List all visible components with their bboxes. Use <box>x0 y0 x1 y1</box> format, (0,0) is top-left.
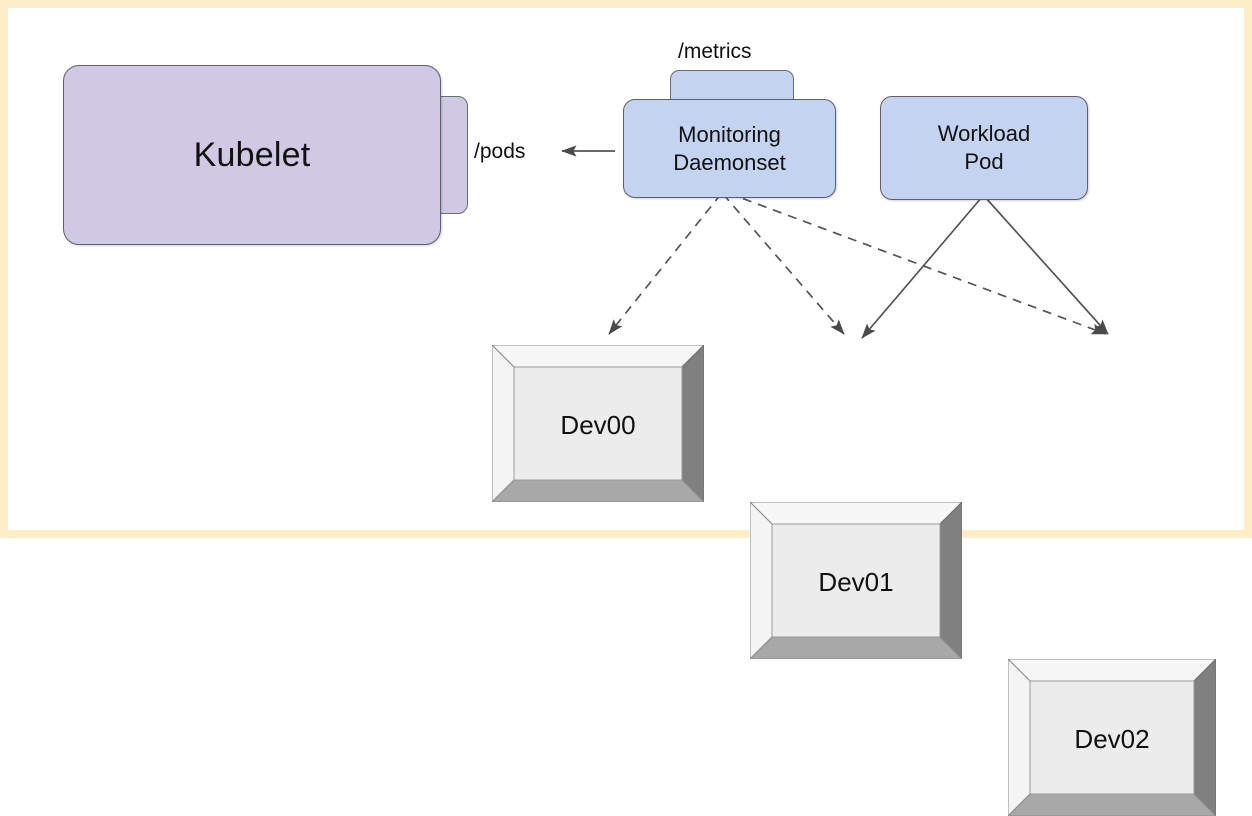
edge-workload-to-dev01 <box>861 196 983 339</box>
workload-pod-label-line2: Pod <box>964 149 1004 174</box>
dev01-label: Dev01 <box>818 567 894 597</box>
metrics-label: /metrics <box>678 40 752 63</box>
monitoring-daemonset-metrics-tab <box>670 70 794 102</box>
edge-monitoring-to-dev01 <box>722 193 845 335</box>
diagram-canvas: Kubelet /pods /metrics Monitoring Daemon… <box>8 8 1244 816</box>
node-dev02[interactable]: Dev02 <box>1008 659 1216 816</box>
node-dev00[interactable]: Dev00 <box>492 345 704 502</box>
kubelet-label: Kubelet <box>193 135 311 174</box>
monitoring-daemonset-label-line2: Daemonset <box>673 149 786 175</box>
dev00-bevel-faces <box>492 345 704 502</box>
edge-label-pods: /pods <box>474 140 526 163</box>
edge-monitoring-to-dev02 <box>727 192 1107 335</box>
dev00-label: Dev00 <box>560 410 636 440</box>
monitoring-daemonset-label-line1: Monitoring <box>678 121 781 147</box>
node-workload-pod[interactable]: Workload Pod <box>880 96 1088 200</box>
workload-pod-label-line1: Workload <box>937 121 1031 146</box>
edge-workload-to-dev02 <box>984 196 1109 335</box>
dev02-label: Dev02 <box>1074 724 1150 754</box>
node-kubelet[interactable]: Kubelet <box>63 65 441 245</box>
edge-monitoring-to-dev00 <box>608 193 722 335</box>
node-dev01[interactable]: Dev01 <box>750 502 962 659</box>
node-monitoring-daemonset[interactable]: Monitoring Daemonset <box>623 99 836 198</box>
